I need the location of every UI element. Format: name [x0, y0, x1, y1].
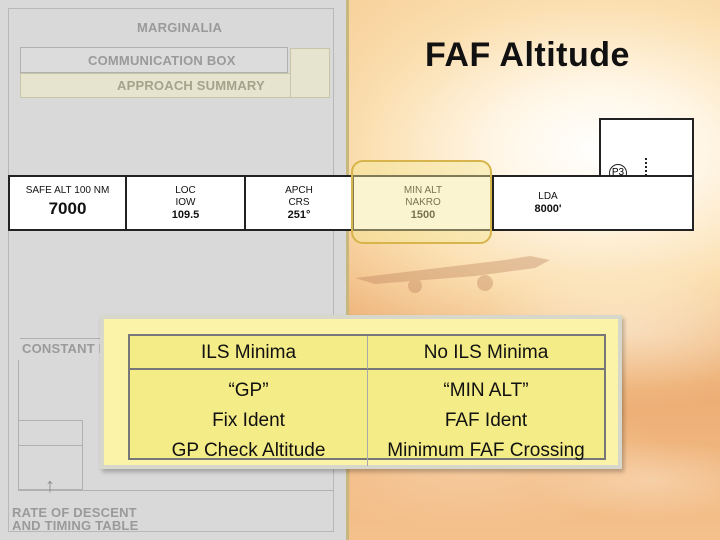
safe-alt-value: 7000 [48, 199, 87, 218]
loc-cell: LOC IOW 109.5 [127, 177, 246, 229]
no-ils-row-min-alt: “MIN ALT” [443, 380, 529, 401]
no-ils-minima-column: “MIN ALT” FAF Ident Minimum FAF Crossing [368, 370, 604, 466]
loc-frequency: 109.5 [171, 209, 200, 221]
rate-of-descent-line1: RATE OF DESCENT [12, 505, 137, 520]
min-alt-cell: MIN ALT NAKRO 1500 [354, 177, 494, 229]
min-alt-highlight [351, 160, 492, 244]
profile-left-edge [18, 360, 19, 490]
ils-minima-header: ILS Minima [130, 336, 368, 370]
safe-alt-cell: SAFE ALT 100 NM 7000 [10, 177, 127, 229]
arrow-up-icon: ↑ [45, 475, 55, 497]
no-ils-minima-header: No ILS Minima [368, 336, 604, 370]
loc-label: LOC [175, 185, 196, 196]
approach-summary-label: APPROACH SUMMARY [117, 78, 265, 93]
loc-ident: IOW [175, 197, 196, 208]
no-ils-row-faf-ident: FAF Ident [444, 410, 528, 431]
approach-summary-box [20, 73, 330, 98]
apch-label: APCH [285, 185, 313, 196]
constant-descent-label: CONSTANT D [22, 341, 109, 356]
lda-cell: LDA 8000' [494, 177, 602, 229]
crs-label: CRS [288, 197, 310, 208]
ils-row-fix-ident: Fix Ident [212, 410, 285, 431]
marginalia-label: MARGINALIA [137, 20, 223, 35]
crs-value: 251° [287, 209, 311, 221]
min-alt-label: MIN ALT [403, 185, 443, 196]
ils-row-gp-check: GP Check Altitude [171, 440, 326, 461]
safe-alt-label: SAFE ALT 100 NM [25, 185, 110, 196]
minima-callout: ILS Minima No ILS Minima “GP” Fix Ident … [100, 315, 622, 469]
minima-table: ILS Minima No ILS Minima “GP” Fix Ident … [128, 334, 606, 466]
communication-box-label: COMMUNICATION BOX [88, 53, 236, 68]
chart-border [8, 8, 334, 532]
rate-of-descent-box [18, 420, 83, 490]
airplane-silhouette [355, 256, 550, 293]
approach-course-cell: APCH CRS 251° [246, 177, 354, 229]
lda-label: LDA [538, 191, 558, 202]
slide-title: FAF Altitude [425, 36, 630, 74]
ils-row-gp: “GP” [228, 380, 269, 401]
min-alt-fix: NAKRO [405, 197, 441, 208]
rate-of-descent-line2: AND TIMING TABLE [12, 518, 139, 533]
communication-box [20, 47, 288, 73]
rate-of-descent-label: RATE OF DESCENT AND TIMING TABLE [12, 506, 138, 532]
no-ils-row-min-faf: Minimum FAF Crossing [387, 440, 585, 461]
min-alt-value: 1500 [410, 209, 436, 221]
ils-minima-column: “GP” Fix Ident GP Check Altitude [130, 370, 368, 466]
rate-of-descent-divider [18, 445, 83, 446]
profile-bottom-line [18, 490, 334, 491]
lda-value: 8000' [534, 203, 562, 215]
approach-summary-corner [290, 48, 330, 98]
constant-descent-divider [20, 338, 110, 339]
